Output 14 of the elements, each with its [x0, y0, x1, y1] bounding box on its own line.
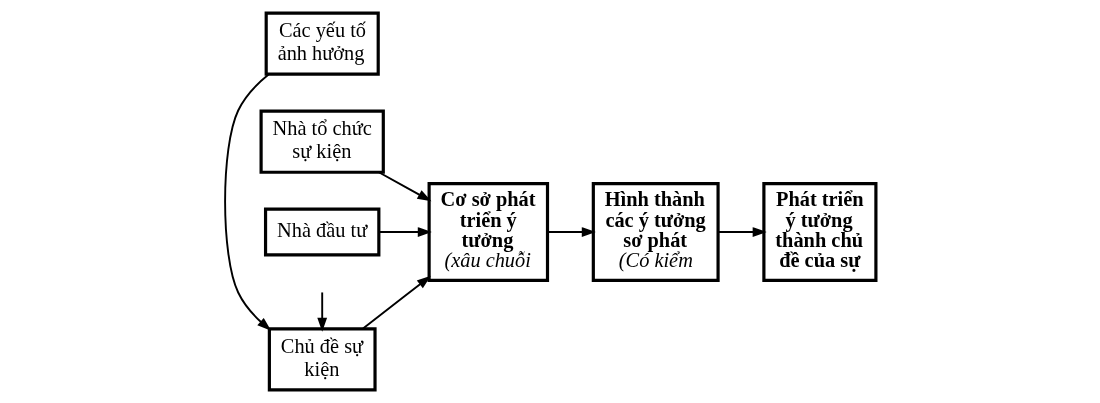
arrow: [316, 291, 327, 332]
node-box: Nhà tổ chức sự kiện: [259, 109, 385, 174]
node-box: Cơ sở phát triển ý tưởng (xâu chuỗi: [427, 182, 549, 282]
node-box: Hình thành các ý tưởng sơ phát (Có kiểm: [591, 182, 720, 282]
arrow: [716, 227, 767, 237]
node-box: Phát triển ý tưởng thành chủ đề của sự: [761, 182, 877, 282]
arrow: [546, 227, 596, 237]
node-box: Chủ đề sự kiện: [267, 327, 377, 392]
node-box: Các yếu tố ảnh hưởng: [264, 11, 380, 76]
arrow: [361, 275, 431, 330]
node-box: Nhà đầu tư: [263, 207, 380, 257]
arrow: [377, 171, 431, 202]
arrow: [377, 227, 432, 237]
arrow: [223, 73, 271, 331]
